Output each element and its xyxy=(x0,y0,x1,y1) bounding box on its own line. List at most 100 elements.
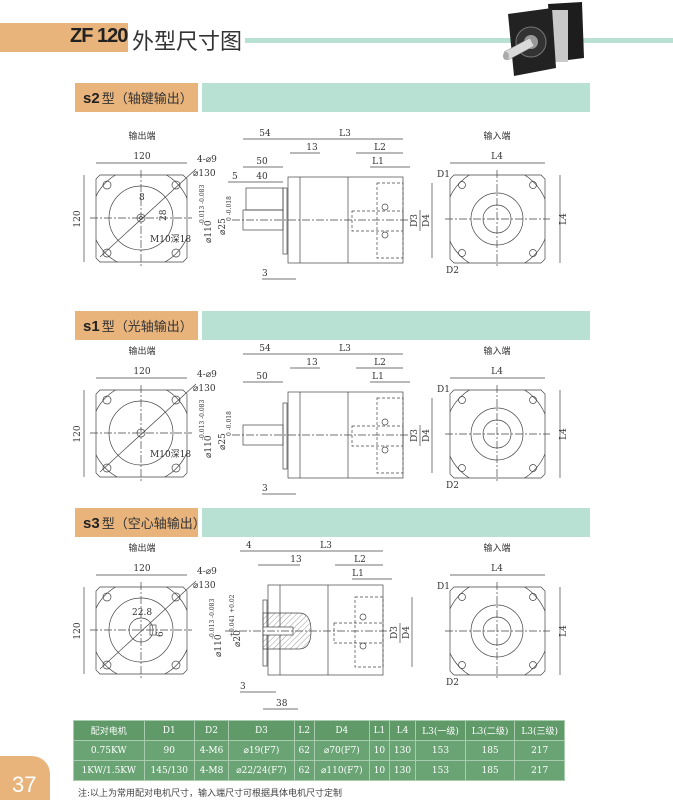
dim-label: 13 xyxy=(290,555,302,565)
column-header: 配对电机 xyxy=(73,720,145,741)
column-header: L3(三级) xyxy=(514,720,565,741)
page-number-tab: 37 xyxy=(0,756,50,800)
dim-label: L4 xyxy=(491,564,503,574)
table-cell: 10 xyxy=(369,740,390,761)
section-type: 型 xyxy=(101,92,115,107)
dim-label: L2 xyxy=(374,358,386,368)
dim-label: D1 xyxy=(437,385,450,395)
dim-label: L2 xyxy=(374,143,386,153)
dim-label: ⌀25 xyxy=(218,433,228,450)
section-code: s2 xyxy=(83,90,100,107)
dim-label: D2 xyxy=(446,481,459,491)
dim-label: 50 xyxy=(256,157,268,167)
table-cell: ⌀110(F7) xyxy=(313,760,371,781)
view-title: 输入端 xyxy=(483,542,510,554)
table-cell: 217 xyxy=(514,740,565,761)
table-row: 0.75KW 90 4-M6 ⌀19(F7) 62 ⌀70(F7) 10 130… xyxy=(73,740,565,761)
dim-label: D4 xyxy=(422,214,432,227)
table-cell: 62 xyxy=(293,760,315,781)
dim-label: L4 xyxy=(559,213,569,225)
dim-label: 120 xyxy=(73,210,83,227)
drawing-s3: 输出端 120 120 4-⌀9 ⌀130 22.8 6 xyxy=(73,541,569,710)
view-title: 输入端 xyxy=(483,345,510,357)
gearbox-product-image xyxy=(503,2,584,76)
table-cell: 4-M6 xyxy=(193,740,230,761)
dim-label: ⌀130 xyxy=(193,581,216,591)
dim-label: 4-⌀9 xyxy=(197,155,217,165)
dim-label: L4 xyxy=(491,152,503,162)
dim-label: L1 xyxy=(372,157,384,167)
dim-label: +0.041 +0.02 xyxy=(229,594,236,637)
section-bar xyxy=(202,83,590,112)
page-title: 外型尺寸图 xyxy=(132,30,243,55)
output-end-view: 输出端 120 120 4-⌀9 ⌀130 22.8 6 xyxy=(73,542,217,678)
column-header: L2 xyxy=(293,720,315,741)
header-rule xyxy=(245,38,673,43)
view-title: 输出端 xyxy=(128,345,155,357)
page-number: 37 xyxy=(12,772,37,797)
table-cell: ⌀22/24(F7) xyxy=(228,760,295,781)
table-cell: 145/130 xyxy=(143,760,195,781)
column-header: D4 xyxy=(313,720,371,741)
dim-label: 4-⌀9 xyxy=(197,370,217,380)
section-type: 型 xyxy=(101,517,115,532)
dim-label: L1 xyxy=(372,372,384,382)
section-type: 型 xyxy=(101,320,115,335)
dim-label: ⌀25 xyxy=(218,218,228,235)
output-end-view: 输出端 120 120 4-⌀9 ⌀130 8 28 M10深18 xyxy=(73,130,217,266)
dim-label: -0.013 -0.083 xyxy=(199,185,206,225)
dim-label: 3 xyxy=(262,269,268,279)
table-cell: 153 xyxy=(415,760,466,781)
dim-label: -0.013 -0.083 xyxy=(199,400,206,440)
section-desc: （轴键输出） xyxy=(114,92,193,107)
dim-label: M10深18 xyxy=(150,449,191,460)
dim-label: 54 xyxy=(259,129,271,139)
side-view: 54 L3 13 L2 L1 50 3 ⌀110 -0.013 -0.083 ⌀… xyxy=(199,344,433,495)
input-end-view: 输入端 L4 L4 D1 D2 xyxy=(437,130,569,276)
dim-label: D3 xyxy=(410,429,420,442)
column-header: L1 xyxy=(369,720,390,741)
dim-label: 0 -0.018 xyxy=(226,196,233,221)
dim-label: D2 xyxy=(446,266,459,276)
dim-label: 50 xyxy=(256,372,268,382)
drawing-s2: 输出端 120 120 4-⌀9 ⌀130 8 28 M10深18 xyxy=(73,129,569,280)
dim-label: 3 xyxy=(240,682,246,692)
column-header: L3(二级) xyxy=(464,720,516,741)
dim-label: L2 xyxy=(354,555,366,565)
dim-label: D2 xyxy=(446,678,459,688)
table-cell: 90 xyxy=(143,740,195,761)
side-view: 4 L3 13 L2 L1 3 38 ⌀110 -0.013 -0.083 ⌀2… xyxy=(209,541,413,710)
footnote: 注:以上为常用配对电机尺寸，输入端尺寸可根据具体电机尺寸定制 xyxy=(78,789,343,799)
dim-label: M10深18 xyxy=(150,234,191,245)
dim-label: 6 xyxy=(156,631,166,637)
column-header: L3(一级) xyxy=(415,720,466,741)
section-code: s3 xyxy=(83,515,100,532)
dim-label: ⌀20 xyxy=(233,630,243,647)
dim-label: D3 xyxy=(410,214,420,227)
table-cell: ⌀19(F7) xyxy=(228,740,295,761)
header-tag xyxy=(0,23,128,52)
section-code: s1 xyxy=(83,318,100,335)
table-cell: 130 xyxy=(388,760,417,781)
dim-label: 8 xyxy=(139,193,145,203)
dim-label: 5 xyxy=(232,172,238,182)
dim-label: ⌀130 xyxy=(193,169,216,179)
table-cell: 217 xyxy=(514,760,565,781)
column-header: D1 xyxy=(143,720,195,741)
dim-label: L1 xyxy=(352,569,364,579)
dim-label: 120 xyxy=(73,622,83,639)
dim-label: 120 xyxy=(133,367,150,377)
table-cell: 0.75KW xyxy=(73,740,145,761)
dim-label: L4 xyxy=(559,625,569,637)
dim-label: D4 xyxy=(402,626,412,639)
section-bar xyxy=(202,508,590,537)
dim-label: ⌀130 xyxy=(193,384,216,394)
dim-label: 22.8 xyxy=(132,608,152,618)
table-cell: ⌀70(F7) xyxy=(313,740,371,761)
